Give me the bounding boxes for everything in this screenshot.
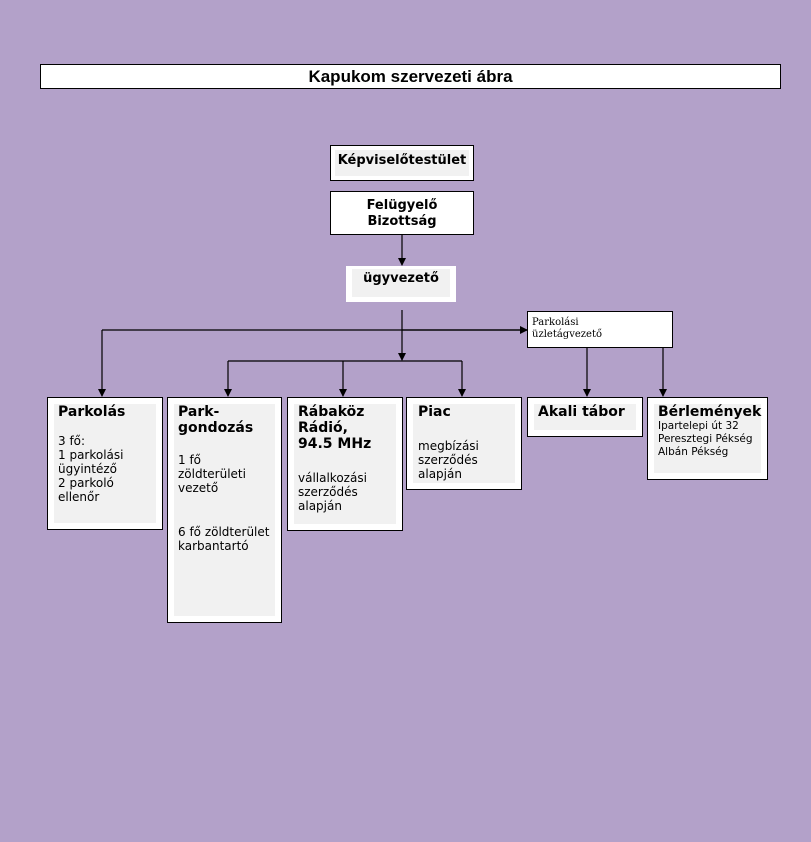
dept-akali: Akali tábor	[527, 397, 643, 437]
dept-piac-text: megbízási szerződés alapján	[418, 439, 479, 481]
node-uzletagvezeto: Parkolási üzletágvezető	[527, 311, 673, 348]
page-title: Kapukom szervezeti ábra	[40, 64, 781, 89]
dept-berlemenyek: Bérlemények Ipartelepi út 32 Peresztegi …	[647, 397, 768, 480]
dept-parkgondozas-text: 1 fő zöldterületi vezető	[178, 453, 246, 495]
dept-piac-title: Piac	[418, 404, 451, 420]
dept-radio-title: Rábaköz Rádió, 94.5 MHz	[298, 404, 372, 452]
dept-parkolas: Parkolás 3 fő: 1 parkolási ügyintéző 2 p…	[47, 397, 163, 530]
dept-berlemenyek-text: Ipartelepi út 32 Peresztegi Pékség Albán…	[658, 420, 753, 458]
dept-radio: Rábaköz Rádió, 94.5 MHz vállalkozási sze…	[287, 397, 403, 531]
node-kepviselotestulet: Képviselőtestület	[330, 145, 474, 181]
dept-radio-text: vállalkozási szerződés alapján	[298, 471, 367, 513]
dept-berlemenyek-title: Bérlemények	[658, 404, 762, 420]
dept-parkolas-title: Parkolás	[58, 404, 126, 420]
node-ugyvezeto-label: ügyvezető	[363, 271, 439, 286]
dept-parkgondozas-title: Park- gondozás	[178, 404, 254, 436]
dept-akali-title: Akali tábor	[538, 404, 625, 420]
node-felugyelo-bizottsag: Felügyelő Bizottság	[330, 191, 474, 235]
node-kepviselotestulet-label: Képviselőtestület	[337, 153, 467, 168]
dept-piac: Piac megbízási szerződés alapján	[406, 397, 522, 490]
node-uzletagvezeto-label: Parkolási üzletágvezető	[532, 317, 602, 340]
dept-parkolas-text: 3 fő: 1 parkolási ügyintéző 2 parkoló el…	[58, 434, 124, 504]
dept-parkgondozas: Park- gondozás 1 fő zöldterületi vezető …	[167, 397, 282, 623]
node-felugyelo-label: Felügyelő Bizottság	[366, 198, 438, 229]
node-ugyvezeto: ügyvezető	[346, 266, 456, 302]
dept-parkgondozas-subtext: 6 fő zöldterület karbantartó	[178, 525, 270, 553]
